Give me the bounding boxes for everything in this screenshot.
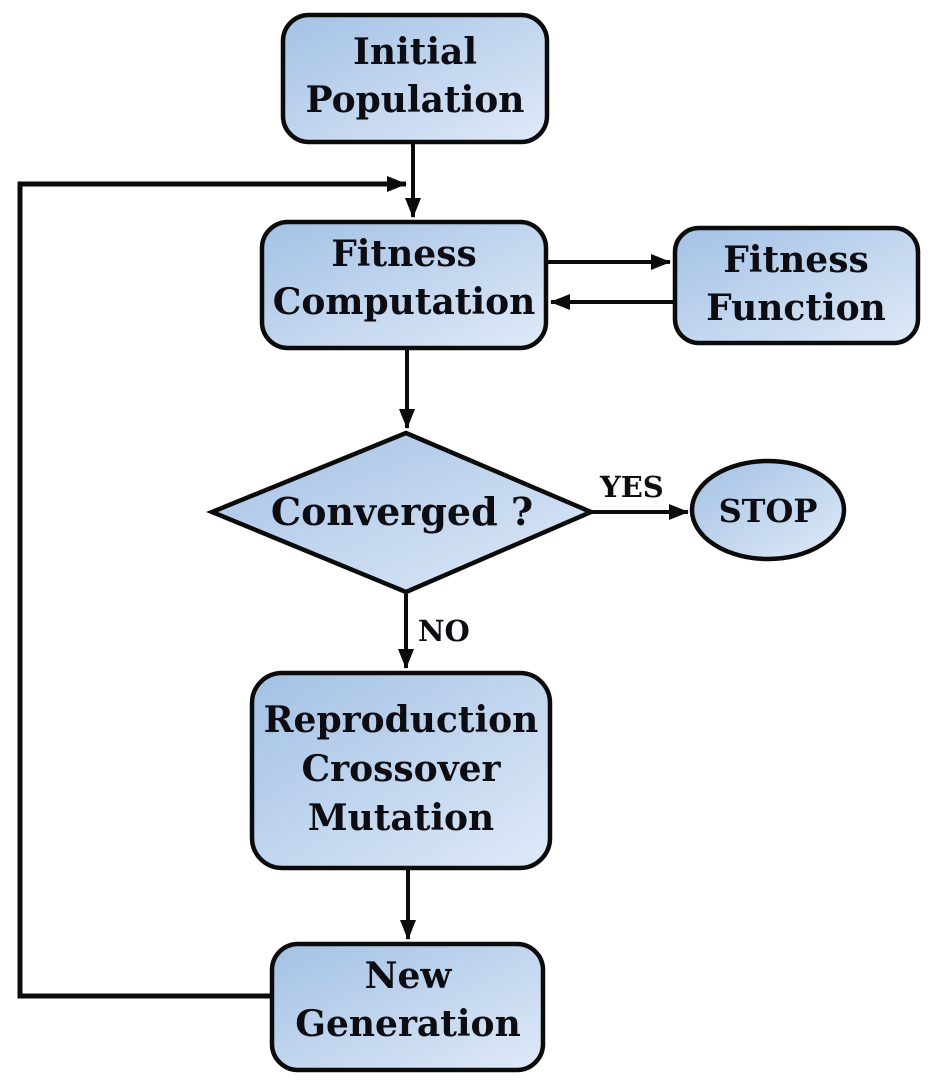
initial-population-label-line2: Population [306,79,525,121]
initial-population-box [280,12,550,145]
node-stop: STOP [689,458,847,562]
no-branch-label: NO [418,614,470,648]
fitness-computation-box [259,219,549,351]
reproduction-box [249,670,553,871]
node-new-generation: New Generation [269,941,546,1073]
fitness-function-label-line2: Function [706,287,886,329]
yes-branch-label: YES [599,470,664,504]
node-fitness-function: Fitness Function [672,225,921,346]
converged-label: Converged ? [271,489,533,534]
new-generation-label-line2: Generation [295,1003,521,1045]
reproduction-label-line2: Crossover [302,748,502,790]
node-converged-decision: Converged ? [206,430,597,595]
converged-diamond [206,430,597,595]
node-initial-population: Initial Population [280,12,550,145]
new-generation-box [269,941,546,1073]
node-fitness-computation: Fitness Computation [259,219,549,351]
reproduction-label-line1: Reproduction [264,699,539,741]
fitness-computation-label-line1: Fitness [331,233,476,275]
initial-population-label-line1: Initial [353,31,477,73]
reproduction-label-line3: Mutation [308,797,494,839]
stop-ellipse [689,458,847,562]
stop-label: STOP [719,492,818,530]
node-reproduction: Reproduction Crossover Mutation [249,670,553,871]
new-generation-label-line1: New [365,955,453,997]
edges [17,144,689,999]
fitness-function-box [672,225,921,346]
fitness-function-label-line1: Fitness [723,239,868,281]
fitness-computation-label-line2: Computation [273,281,536,323]
edge-feedback-loop [17,176,407,999]
